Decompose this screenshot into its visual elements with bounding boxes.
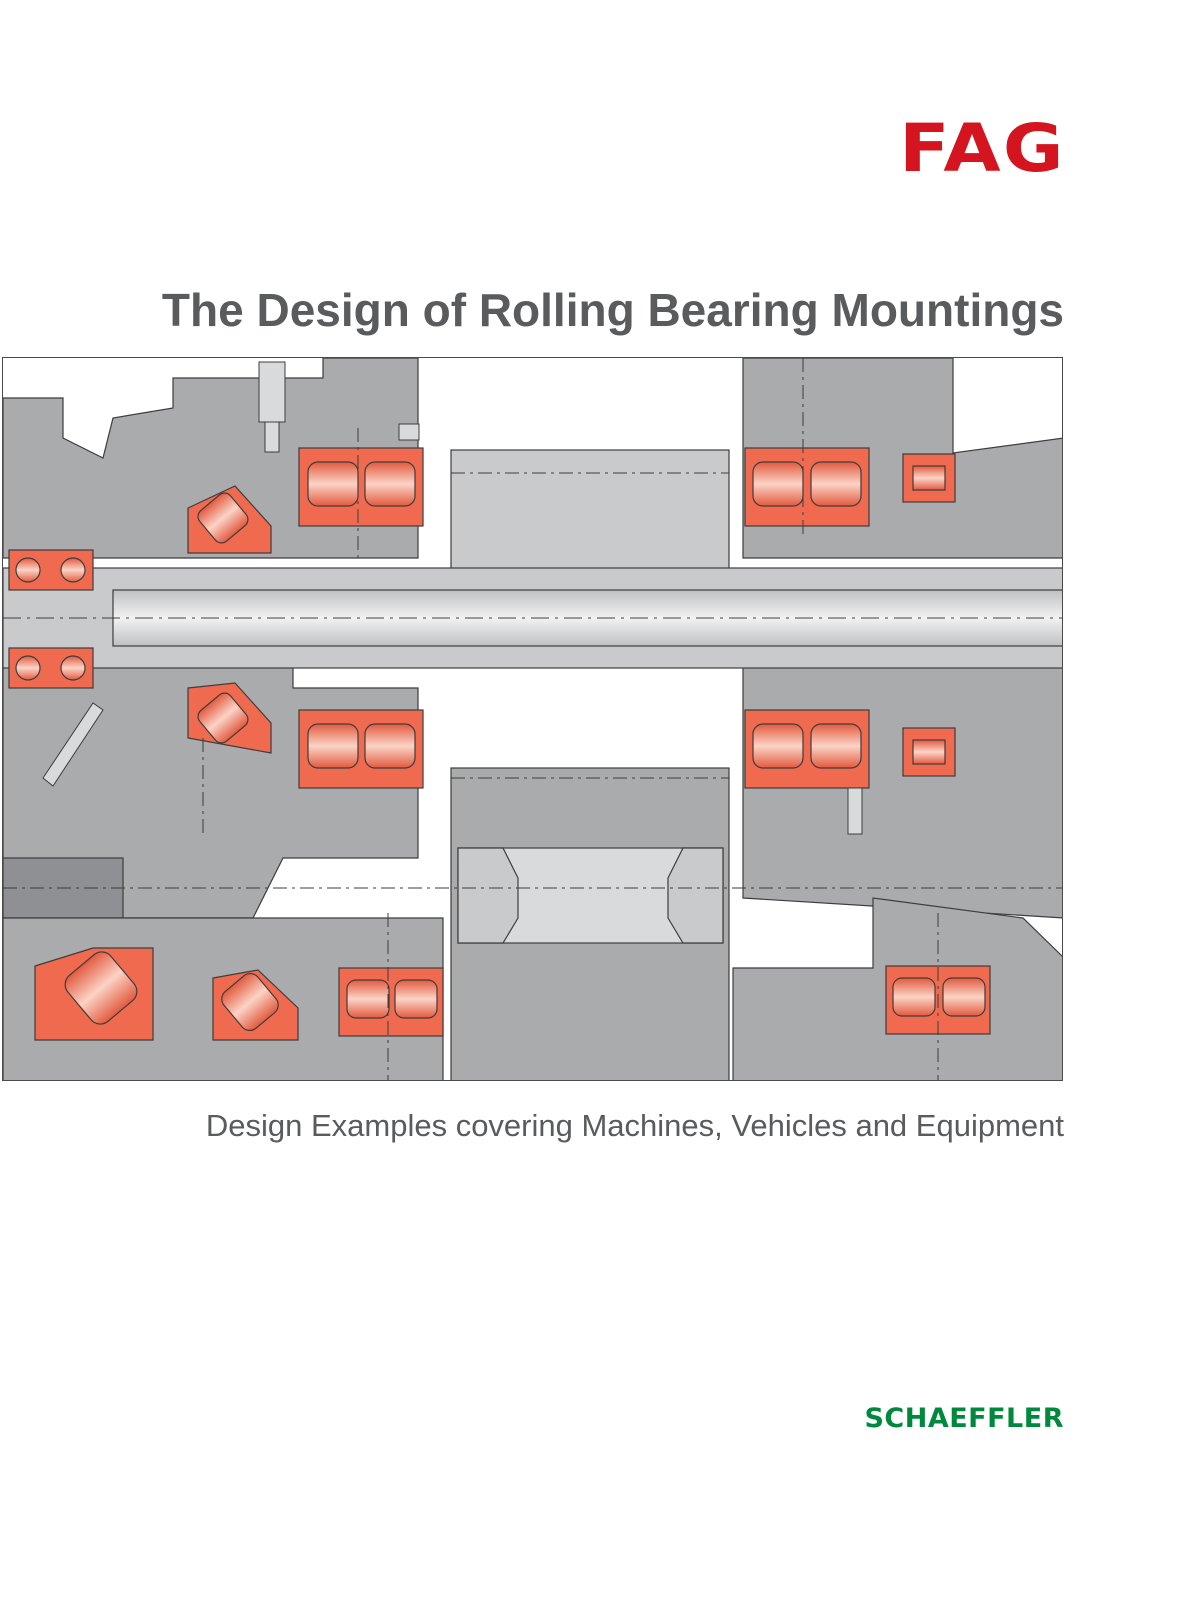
- main-shaft: [3, 567, 1062, 669]
- page-title: The Design of Rolling Bearing Mountings: [161, 284, 1064, 336]
- page-subtitle: Design Examples covering Machines, Vehic…: [205, 1108, 1064, 1143]
- center-block: [450, 449, 730, 1080]
- fittings: [42, 361, 863, 835]
- bearing-cross-section-drawing: [3, 358, 1062, 1080]
- fag-logo: FAG: [899, 110, 1066, 187]
- bearing-mounting-illustration: [2, 357, 1063, 1081]
- schaeffler-logo: SCHAEFFLER: [864, 1403, 1064, 1434]
- construction-lines: [3, 358, 1062, 1080]
- bearings: [8, 447, 991, 1041]
